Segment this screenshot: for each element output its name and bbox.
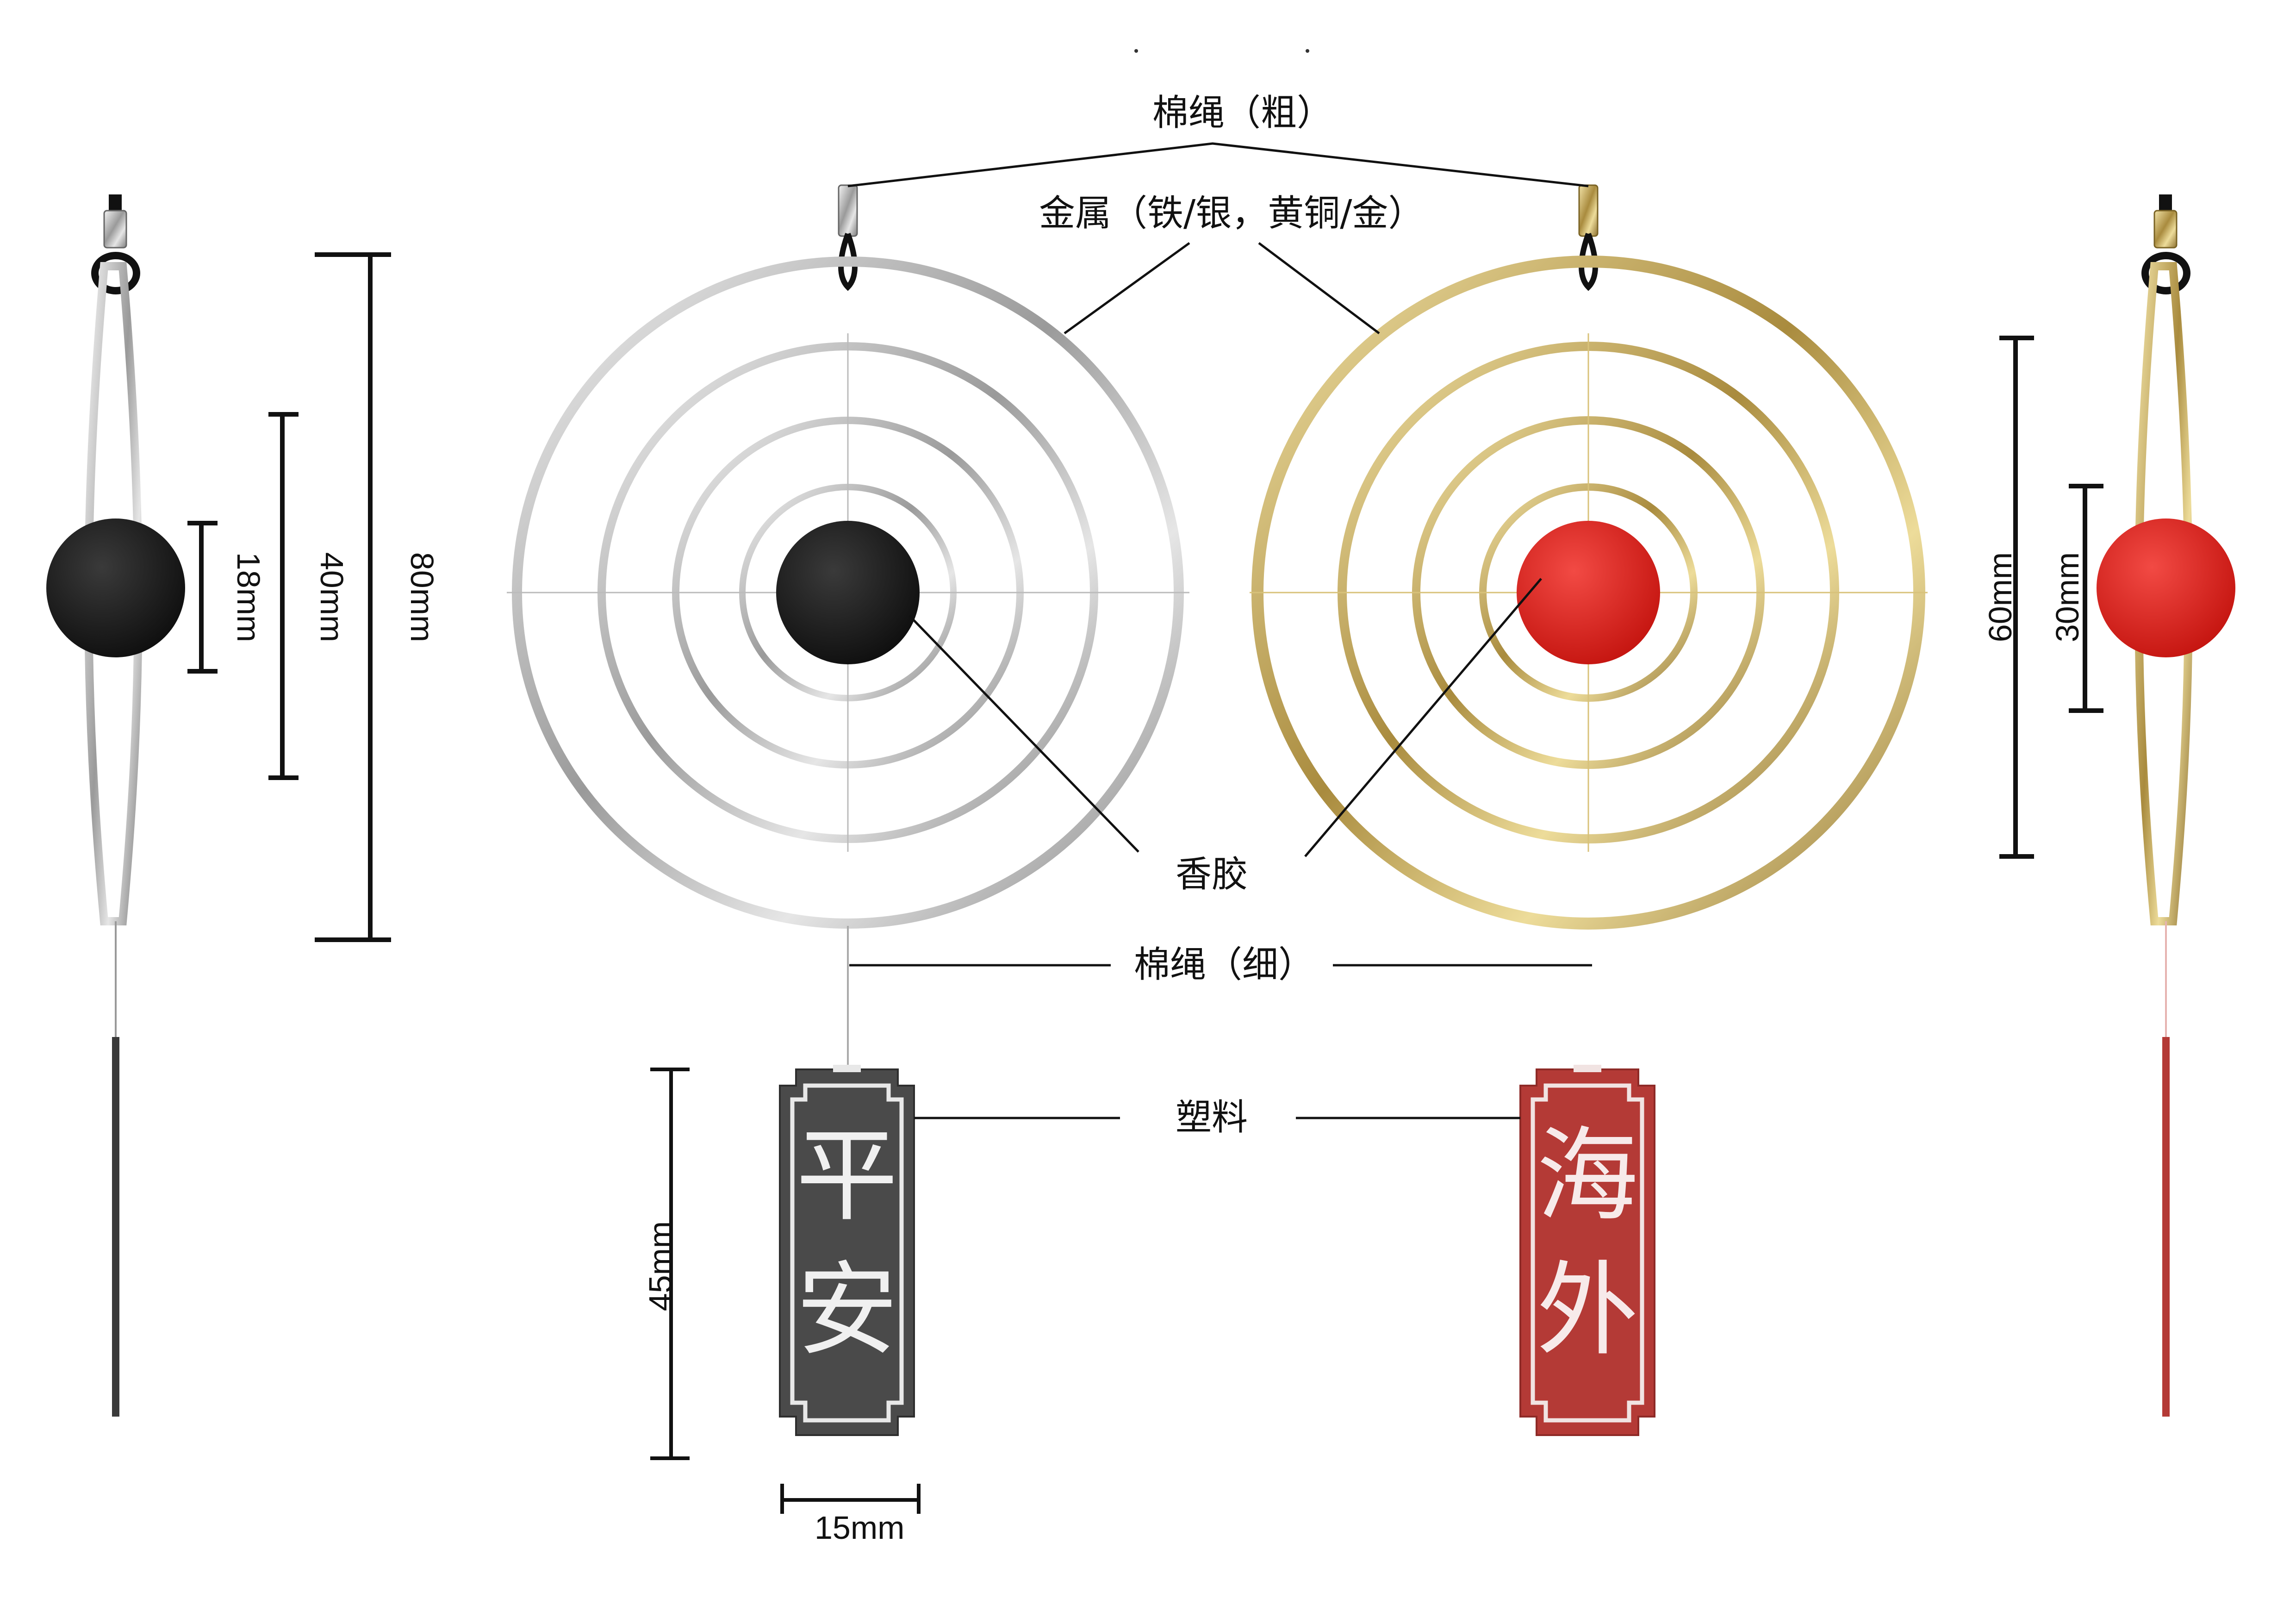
right-tag <box>1519 1065 1655 1436</box>
leader-metal-right <box>1258 242 1380 334</box>
right-side-ball <box>2097 518 2235 657</box>
dim-label-40mm: 40mm <box>314 552 350 643</box>
right-hook-loop <box>2141 252 2190 294</box>
dim-label-60mm: 60mm <box>1982 552 2019 643</box>
left-top-cord <box>109 194 122 213</box>
silver-top-cap <box>838 184 858 237</box>
left-ring-side <box>84 262 143 925</box>
gold-top-cap <box>1578 184 1599 237</box>
label-plastic: 塑料 <box>1176 1097 1248 1138</box>
dim-label-18mm: 18mm <box>230 552 267 643</box>
dim-label-30mm: 30mm <box>2049 552 2086 643</box>
top-dot-right <box>1306 49 1309 53</box>
label-cotton-thick: 棉绳（粗） <box>1152 92 1333 134</box>
right-top-cap <box>2153 210 2178 249</box>
left-tag <box>779 1065 915 1436</box>
label-metal: 金属（铁/银，黄铜/金） <box>1039 193 1425 234</box>
left-top-cap <box>103 210 127 249</box>
left-side-view <box>46 194 185 1417</box>
leader-metal-left <box>1064 242 1190 335</box>
dim-label-80mm: 80mm <box>404 552 441 643</box>
left-tag-border <box>790 1083 904 1423</box>
left-tag-edge <box>112 1037 119 1417</box>
right-tag-edge <box>2162 1037 2170 1417</box>
silver-black-ball <box>776 521 920 664</box>
right-tag-border <box>1531 1083 1644 1423</box>
left-tag-hole <box>833 1065 861 1072</box>
right-side-view <box>2097 194 2235 1417</box>
dim-30mm <box>2069 484 2103 713</box>
dim-label-45mm: 45mm <box>642 1221 679 1312</box>
leader-incense-right <box>1304 578 1542 857</box>
left-side-ball <box>46 518 185 657</box>
right-tag-char-bottom: 外 <box>1536 1251 1638 1369</box>
leader-cotton-thick <box>847 142 1589 187</box>
gold-ornament <box>1250 184 1928 930</box>
left-tag-char-top: 平 <box>796 1117 898 1235</box>
dim-label-15mm: 15mm <box>815 1510 905 1546</box>
right-tag-hole <box>1574 1065 1601 1072</box>
left-hook-loop <box>91 252 140 294</box>
top-dot-left <box>1134 49 1138 53</box>
silver-ornament <box>507 184 1189 1069</box>
leader-incense-left <box>908 615 1139 853</box>
leader-lines <box>847 142 1592 1119</box>
dim-60mm <box>1999 336 2034 859</box>
silver-hook <box>838 232 858 291</box>
right-ring-side <box>2134 262 2193 925</box>
dim-15mm <box>780 1484 921 1514</box>
dim-18mm <box>187 521 218 674</box>
label-incense-resin: 香胶 <box>1176 854 1248 895</box>
dim-45mm <box>650 1068 690 1460</box>
right-tag-body <box>1519 1068 1655 1436</box>
left-tag-body <box>779 1068 915 1436</box>
dim-40mm <box>268 412 299 780</box>
gold-hook <box>1579 232 1598 291</box>
dim-80mm <box>315 252 391 942</box>
gold-red-ball <box>1517 521 1660 664</box>
left-tag-char-bottom: 安 <box>796 1251 898 1369</box>
right-top-cord <box>2159 194 2172 213</box>
label-cotton-thin: 棉绳（细） <box>1134 944 1315 986</box>
right-tag-char-top: 海 <box>1536 1117 1638 1235</box>
